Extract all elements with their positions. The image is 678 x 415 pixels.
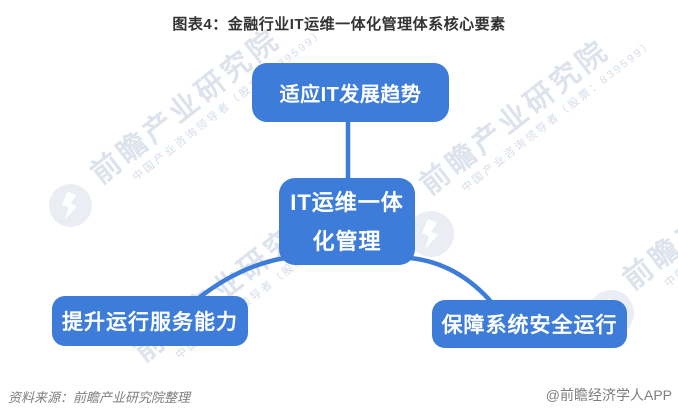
source-note: 资料来源：前瞻产业研究院整理 [8, 390, 191, 405]
watermark-brand-text: 前瞻产业研究院 [617, 128, 678, 297]
watermark-tagline-text: 中国产业咨询领导者（股票：839599） [662, 132, 678, 290]
node-label: 提升运行服务能力 [62, 311, 238, 334]
node-label-line2: 化管理 [312, 228, 382, 254]
node-improve-service-capability: 提升运行服务能力 [52, 296, 248, 346]
node-label: 保障系统安全运行 [441, 314, 618, 337]
node-ensure-system-security: 保障系统安全运行 [432, 300, 627, 348]
node-label: 适应IT发展趋势 [279, 84, 422, 106]
connector-bottom-left [192, 255, 288, 304]
node-label-line1: IT运维一体 [290, 189, 404, 215]
watermark: 前瞻产业研究院 中国产业咨询领导者（股票：839599） [617, 105, 678, 309]
qianzhan-logo-icon [49, 184, 92, 227]
connector-bottom-right [407, 255, 496, 307]
node-it-ops-integrated-mgmt: IT运维一体 化管理 [279, 178, 415, 265]
app-credit: @前瞻经济学人APP [545, 387, 672, 403]
watermark: 前瞻产业研究院 中国产业咨询领导者（股票：839599） [414, 10, 657, 214]
watermark-tagline-text: 中国产业咨询领导者（股票：839599） [459, 37, 657, 195]
node-adapt-it-trends: 适应IT发展趋势 [252, 63, 449, 122]
watermark-brand-text: 前瞻产业研究院 [414, 33, 617, 202]
figure-title: 图表4：金融行业IT运维一体化管理体系核心要素 [172, 16, 506, 33]
